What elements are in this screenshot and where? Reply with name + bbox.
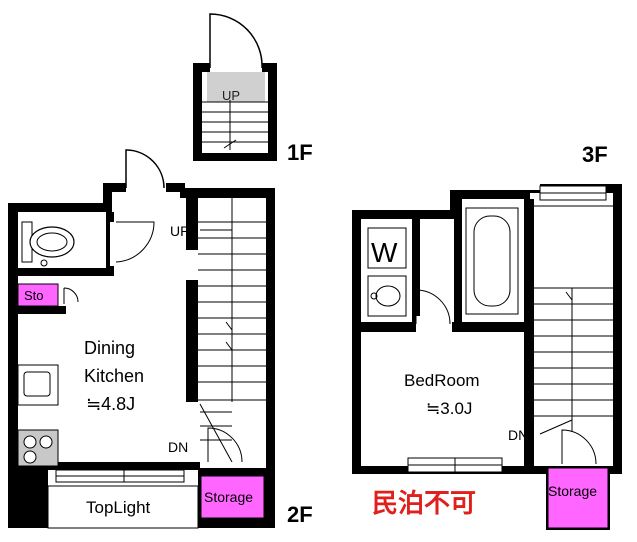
toplight-label: TopLight [86, 498, 151, 517]
3f-bath-side-wall [454, 199, 462, 322]
2f-interior [18, 192, 266, 468]
3f-storage-door-swing [561, 429, 597, 465]
bedroom-label: BedRoom [404, 371, 480, 390]
floor-label-2f: 2F [287, 502, 313, 527]
bedroom-area-label: ≒3.0J [426, 399, 472, 418]
floor-2f: Sto UP DN [8, 149, 313, 529]
2f-stair-wall [186, 198, 198, 402]
1f-door-swing [209, 13, 263, 69]
sink-basin [23, 371, 51, 397]
1f-stair-treads [202, 101, 268, 143]
washer-icon [367, 227, 407, 269]
2f-stair-arrow [200, 229, 233, 351]
basin-bowl [375, 285, 401, 307]
2f-entrance-door-swing [125, 149, 165, 189]
1f-up-label: UP [222, 88, 240, 103]
floor-3f: W DN Storage Bed [352, 142, 622, 530]
2f-entrance-opening [126, 180, 166, 194]
2f-storage-door-swing [207, 427, 243, 463]
2f-toilet-wall [18, 268, 114, 276]
sto-label: Sto [24, 288, 44, 303]
3f-stair-arrow [539, 291, 573, 435]
2f-up-label: UP [170, 223, 189, 239]
storage-3f-label: Storage [548, 483, 597, 499]
3f-stair-wall [524, 199, 534, 466]
1f-stair-arrow [223, 100, 237, 150]
dining-area-label: ≒4.8J [86, 394, 135, 414]
stove-icon [17, 429, 59, 467]
3f-stair-treads [534, 205, 613, 432]
2f-dn-label: DN [168, 439, 188, 455]
no-minpaku-notice: 民泊不可 [372, 489, 476, 519]
basin-tap [370, 292, 378, 300]
3f-wash-wall [412, 219, 420, 322]
dining-label-line1: Dining [84, 338, 135, 358]
toilet-paper-icon [40, 259, 48, 267]
3f-dn-label: DN [508, 427, 528, 443]
storage-3f [547, 467, 609, 529]
floor-1f: UP 1F [193, 13, 313, 165]
sto-door-swing [63, 287, 79, 304]
washer-label: W [371, 237, 398, 268]
dining-label-line2: Kitchen [84, 366, 144, 386]
storage-2f [200, 475, 265, 519]
toplight-area [47, 485, 199, 529]
burner-2 [39, 435, 53, 449]
bathtub-basin [473, 215, 511, 307]
1f-door-opening [210, 63, 262, 73]
2f-down-treads [199, 403, 233, 463]
2f-stair-treads [198, 198, 266, 402]
floor-label-1f: 1F [287, 140, 313, 165]
toilet-seat [36, 232, 68, 252]
2f-toilet-door-swing [115, 221, 155, 263]
burner-1 [23, 435, 37, 449]
storage-2f-label: Storage [204, 489, 253, 505]
3f-wash-door-opening [416, 316, 452, 332]
sto-wall [18, 306, 66, 314]
1f-landing [207, 72, 265, 102]
3f-wash-door-swing [415, 289, 451, 325]
floor-label-3f: 3F [582, 142, 608, 167]
2f-toilet-door-opening [110, 222, 116, 266]
2f-stair-opening [186, 250, 198, 280]
burner-3 [23, 450, 37, 464]
